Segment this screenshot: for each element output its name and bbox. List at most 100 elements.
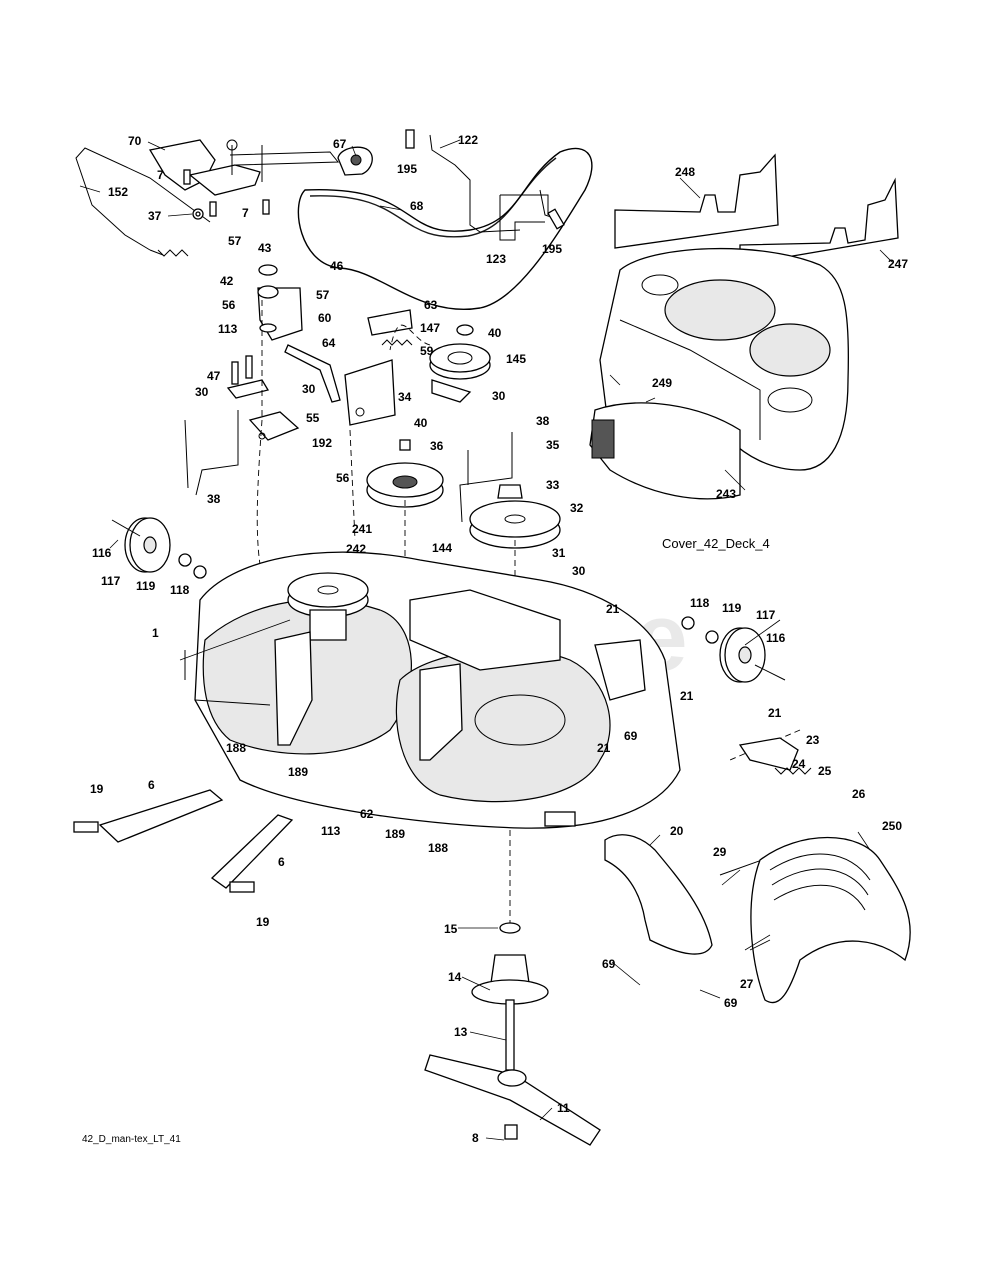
deck-brackets (274, 631, 646, 761)
shield-247 (739, 177, 899, 266)
bracket-63 (367, 309, 413, 336)
bracket-23 (738, 737, 799, 771)
leader-lines (79, 139, 893, 1141)
callout-13: 13 (454, 1025, 468, 1039)
callout-195-right: 195 (542, 242, 562, 256)
callout-47: 47 (207, 369, 221, 383)
rod-38-right (459, 432, 513, 523)
callout-62: 62 (360, 807, 374, 821)
callout-242: 242 (346, 542, 366, 556)
callout-42: 42 (220, 274, 234, 288)
spindle-14 (471, 922, 549, 1071)
callouts: 70 67 122 195 7 7 152 37 68 123 195 248 … (90, 133, 908, 1145)
bracket-192 (248, 411, 300, 441)
callout-243: 243 (716, 487, 736, 501)
callout-33: 33 (546, 478, 560, 492)
callout-11: 11 (557, 1101, 570, 1115)
callout-63: 63 (424, 298, 438, 312)
pulley-36 (366, 439, 444, 508)
pulley-arm-67 (337, 146, 373, 176)
pulley-32 (469, 484, 561, 549)
idler-bracket-60 (257, 264, 303, 341)
callout-25: 25 (818, 764, 832, 778)
callout-30-c: 30 (492, 389, 506, 403)
callout-8: 8 (472, 1131, 479, 1145)
callout-64: 64 (322, 336, 336, 350)
spring-25 (774, 767, 812, 775)
callout-68: 68 (410, 199, 424, 213)
callout-26: 26 (852, 787, 866, 801)
callout-38-left: 38 (207, 492, 221, 506)
discharge-chute-27 (750, 836, 911, 1004)
callout-6-bottom: 6 (278, 855, 285, 869)
callout-14: 14 (448, 970, 462, 984)
callout-57-left: 57 (228, 234, 242, 248)
callout-188-left: 188 (226, 741, 246, 755)
callout-32: 32 (570, 501, 584, 515)
callout-6-top: 6 (148, 778, 155, 792)
deck-belt-68 (297, 147, 593, 311)
cover-caption: Cover_42_Deck_4 (662, 536, 770, 551)
callout-40-mid: 40 (414, 416, 428, 430)
callout-29: 29 (713, 845, 727, 859)
bracket-47 (226, 355, 270, 399)
callout-123: 123 (486, 252, 506, 266)
callout-43: 43 (258, 241, 272, 255)
shield-248 (614, 153, 779, 249)
callout-15: 15 (444, 922, 458, 936)
callout-69-a: 69 (624, 729, 638, 743)
callout-67: 67 (333, 137, 347, 151)
link-6-upper (73, 789, 224, 843)
belt-guides (405, 129, 565, 241)
callout-19-top: 19 (90, 782, 104, 796)
callout-34: 34 (398, 390, 412, 404)
callout-30-d: 30 (572, 564, 586, 578)
callout-145: 145 (506, 352, 526, 366)
callout-122: 122 (458, 133, 478, 147)
callout-24: 24 (792, 757, 806, 771)
callout-69-b: 69 (602, 957, 616, 971)
callout-7-a: 7 (157, 168, 164, 182)
baffle-20 (604, 834, 713, 955)
callout-116-left: 116 (92, 546, 112, 560)
cable-152 (75, 147, 211, 257)
callout-30-a: 30 (195, 385, 209, 399)
callout-118-left: 118 (170, 583, 190, 597)
callout-247: 247 (888, 257, 908, 271)
callout-241: 241 (352, 522, 372, 536)
callout-7-b: 7 (242, 206, 249, 220)
callout-192: 192 (312, 436, 332, 450)
callout-248: 248 (675, 165, 695, 179)
callout-21-c: 21 (768, 706, 782, 720)
callout-40-top: 40 (488, 326, 502, 340)
callout-113-top: 113 (218, 322, 238, 336)
footer-code: 42_D_man-tex_LT_41 (82, 1134, 181, 1145)
callout-23: 23 (806, 733, 820, 747)
callout-20: 20 (670, 824, 684, 838)
blade-11 (424, 1054, 601, 1146)
callout-56-mid: 56 (336, 471, 350, 485)
callout-60: 60 (318, 311, 332, 325)
callout-249: 249 (652, 376, 672, 390)
pulley-145 (429, 324, 491, 380)
callout-152: 152 (108, 185, 128, 199)
callout-55: 55 (306, 411, 320, 425)
callout-188-bottom: 188 (428, 841, 448, 855)
callout-57-mid: 57 (316, 288, 330, 302)
callout-117-right: 117 (756, 608, 776, 622)
callout-113-bottom: 113 (321, 824, 341, 838)
wheel-117-left (111, 517, 207, 579)
callout-46: 46 (330, 259, 344, 273)
callout-31: 31 (552, 546, 566, 560)
callout-37: 37 (148, 209, 162, 223)
callout-70: 70 (128, 134, 142, 148)
callout-147: 147 (420, 321, 440, 335)
bracket-59 (431, 379, 472, 403)
deck-pulley-left (287, 572, 369, 641)
callout-59: 59 (420, 344, 434, 358)
callout-30-b: 30 (302, 382, 316, 396)
callout-195-top: 195 (397, 162, 417, 176)
callout-21-d: 21 (597, 741, 611, 755)
callout-119-right: 119 (722, 601, 742, 615)
